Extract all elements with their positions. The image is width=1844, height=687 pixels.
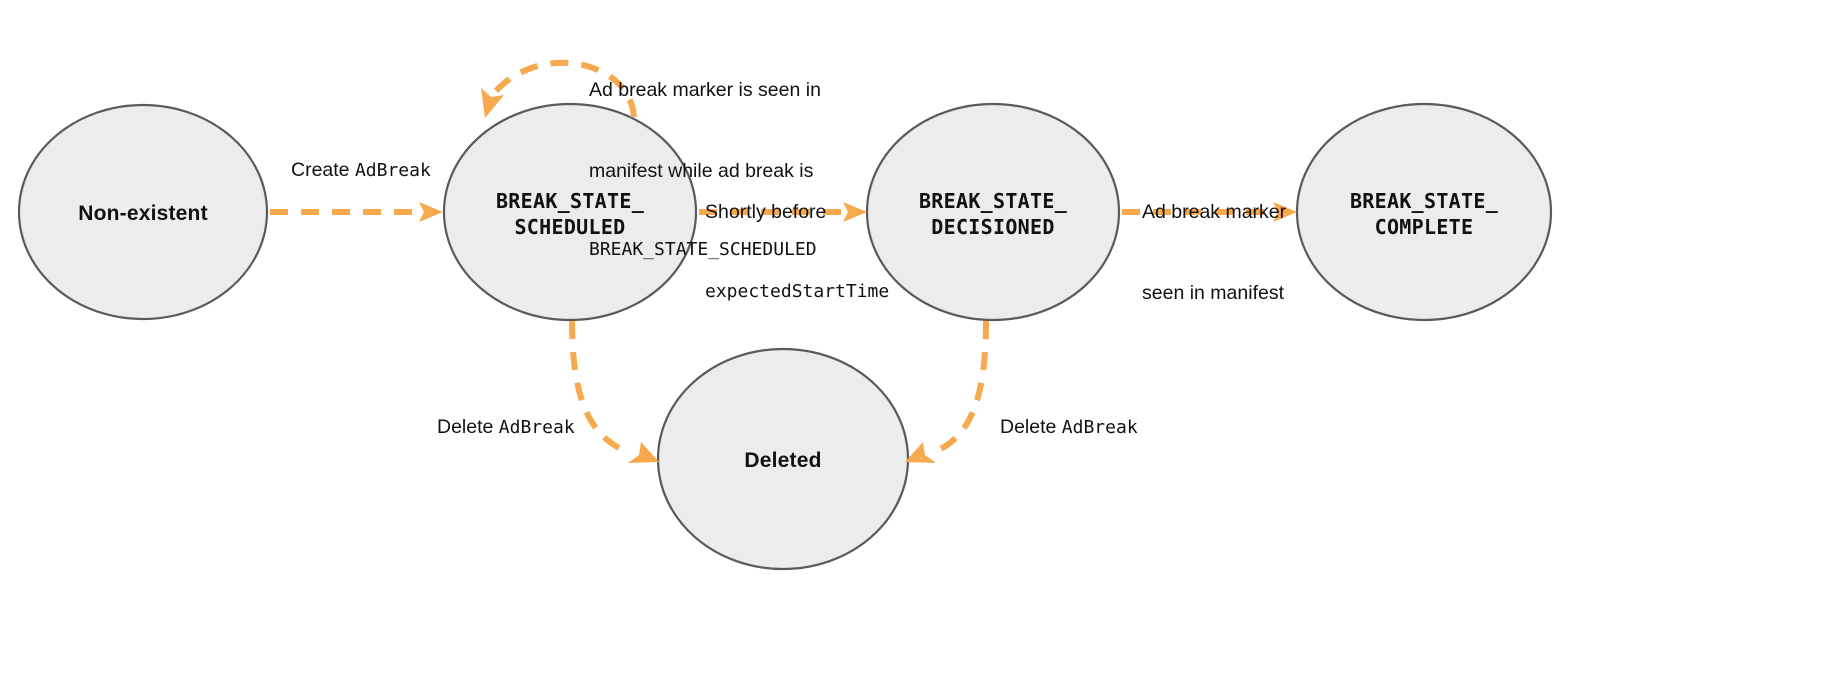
node-non-existent[interactable]	[17, 103, 269, 321]
edge-label-scheduled-to-decisioned-code: expectedStartTime	[705, 280, 890, 302]
edge-self-loop-scheduled-arrowhead	[481, 88, 504, 118]
edge-label-create-adbreak-text: Create	[291, 159, 355, 181]
edge-label-create-adbreak-code: AdBreak	[354, 160, 431, 181]
edge-create-adbreak-arrowhead	[419, 202, 443, 222]
node-break-state-scheduled[interactable]	[442, 102, 698, 322]
edge-label-decisioned-to-complete-line2: seen in manifest	[1142, 281, 1284, 304]
edge-decisioned-to-deleted-line	[930, 320, 989, 456]
edge-label-self-loop-line1: Ad break marker is seen in	[589, 78, 821, 101]
edge-scheduled-to-deleted-line	[569, 320, 632, 456]
edge-scheduled-to-decisioned-arrowhead	[843, 202, 867, 222]
edge-label-scheduled-to-deleted: Delete AdBreak	[437, 414, 575, 441]
edge-label-create-adbreak: Create AdBreak	[291, 157, 431, 184]
edge-label-self-loop-scheduled: Ad break marker is seen in manifest whil…	[589, 23, 821, 317]
edge-label-decisioned-to-deleted-text: Delete	[1000, 416, 1062, 438]
edge-self-loop-scheduled	[481, 59, 637, 118]
edge-scheduled-to-decisioned	[699, 202, 867, 222]
edge-label-decisioned-to-deleted: Delete AdBreak	[1000, 414, 1138, 441]
edge-label-decisioned-to-complete-line1: Ad break marker	[1142, 200, 1287, 223]
node-break-state-complete[interactable]	[1295, 102, 1553, 322]
edge-label-scheduled-to-deleted-code: AdBreak	[498, 417, 575, 438]
edge-decisioned-to-deleted-arrowhead	[905, 442, 936, 463]
edge-label-scheduled-to-decisioned: Shortly before expectedStartTime	[705, 145, 889, 358]
edge-label-decisioned-to-deleted-code: AdBreak	[1061, 417, 1138, 438]
edge-scheduled-to-deleted	[569, 320, 659, 463]
edge-label-self-loop-code: BREAK_STATE_SCHEDULED	[589, 239, 817, 261]
edge-scheduled-to-deleted-arrowhead	[628, 442, 659, 463]
edge-label-scheduled-to-deleted-text: Delete	[437, 416, 499, 438]
edge-create-adbreak	[270, 202, 443, 222]
node-deleted[interactable]	[656, 347, 910, 571]
edge-label-scheduled-to-decisioned-text: Shortly before	[705, 200, 827, 223]
edge-decisioned-to-deleted	[905, 320, 989, 463]
edge-decisioned-to-complete-arrowhead	[1273, 202, 1297, 222]
edge-label-decisioned-to-complete: Ad break marker seen in manifest	[1142, 145, 1286, 360]
edge-decisioned-to-complete	[1122, 202, 1297, 222]
edge-label-self-loop-line2: manifest while ad break is	[589, 159, 814, 182]
node-break-state-decisioned[interactable]	[865, 102, 1121, 322]
